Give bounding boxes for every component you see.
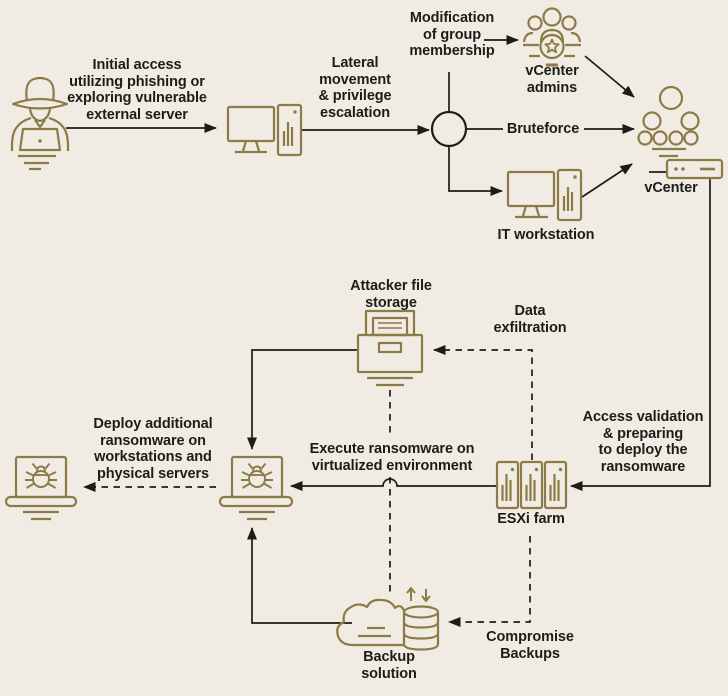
- label-lateral-movement: Lateral movement & privilege escalation: [318, 55, 392, 121]
- hacker-laptop-icon: [10, 76, 70, 171]
- arrow-data-exfiltration: [433, 345, 533, 460]
- label-access-validation: Access validation & preparing to deploy …: [582, 409, 704, 475]
- label-initial-access: Initial access utilizing phishing or exp…: [67, 57, 207, 123]
- label-backup-solution: Backup solution: [361, 649, 417, 682]
- server-rack-triple-icon: [495, 460, 568, 510]
- label-attacker-file-storage: Attacker file storage: [350, 278, 432, 311]
- laptop-bug-icon: [4, 455, 78, 521]
- arrow-storage-to-laptop: [247, 349, 358, 450]
- circle-junction-node: [430, 110, 468, 148]
- arrow-execute-ransomware: [290, 478, 497, 491]
- arrow-to-it-workstation: [448, 146, 503, 196]
- label-deploy-additional: Deploy additional ransomware on workstat…: [93, 416, 213, 482]
- arrow-it-workstation-to-vcenter: [581, 163, 633, 198]
- file-box-icon: [356, 309, 424, 387]
- laptop-bug-icon: [218, 455, 294, 521]
- label-modification-group: Modification of group membership: [409, 10, 495, 59]
- label-data-exfiltration: Data exfiltration: [493, 303, 567, 336]
- label-esxi-farm: ESXi farm: [497, 511, 565, 527]
- arrow-backup-to-laptop: [247, 527, 352, 624]
- label-vcenter-admins: vCenter admins: [525, 63, 579, 96]
- label-compromise-backups: Compromise Backups: [486, 629, 574, 662]
- admin-group-star-badge-icon: [522, 7, 582, 67]
- server-appliance-icon: [665, 158, 724, 180]
- it-workstation-icon: [506, 168, 583, 222]
- cloud-database-sync-icon: [336, 587, 440, 651]
- label-execute-ransomware: Execute ransomware on virtualized enviro…: [309, 441, 475, 474]
- label-bruteforce: Bruteforce: [506, 121, 580, 137]
- arrow-admins-to-vcenter: [584, 55, 635, 98]
- label-it-workstation: IT workstation: [497, 227, 595, 243]
- label-vcenter: vCenter: [644, 180, 698, 196]
- user-hierarchy-icon: [637, 85, 700, 158]
- connectors: [66, 35, 711, 627]
- desktop-computer-icon: [226, 103, 303, 157]
- arrow-vcenter-to-esxi: [570, 178, 711, 491]
- arrow-compromise-backups: [448, 536, 531, 627]
